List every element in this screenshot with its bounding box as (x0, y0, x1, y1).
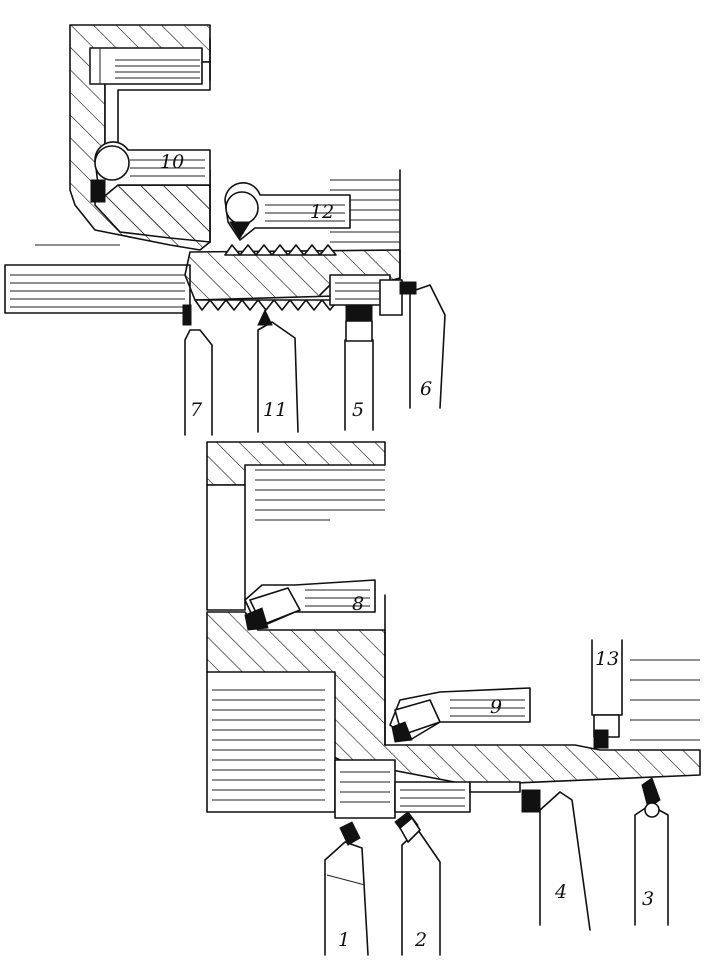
lower-chuck-column (206, 484, 246, 611)
label-10: 10 (160, 151, 184, 173)
upper-collar (379, 279, 403, 316)
tool-5 (344, 304, 374, 431)
tool-11 (257, 308, 299, 433)
label-11: 11 (263, 399, 287, 421)
lower-step-3 (469, 781, 521, 793)
label-9: 9 (490, 696, 502, 718)
lower-setup (206, 441, 701, 956)
thread-teeth-bottom (194, 299, 339, 311)
label-4: 4 (554, 881, 567, 903)
tool-6 (399, 281, 446, 409)
upper-spindle (4, 264, 191, 314)
tool-2 (394, 811, 441, 956)
tool-labels: 10 12 7 11 5 6 8 9 13 1 2 4 3 (160, 151, 654, 951)
lower-step-1 (334, 759, 396, 819)
lower-step-2 (394, 781, 471, 813)
lower-top-lines (255, 469, 385, 521)
tool-1 (324, 821, 369, 956)
label-12: 12 (310, 201, 334, 223)
lower-spindle (206, 671, 336, 813)
tool-8 (244, 579, 376, 631)
label-1: 1 (338, 929, 350, 951)
label-8: 8 (352, 593, 364, 615)
tool-4 (521, 789, 591, 931)
label-7: 7 (190, 399, 203, 421)
tool-9 (389, 687, 531, 743)
label-13: 13 (595, 648, 619, 670)
tool-10 (90, 141, 211, 203)
upper-right-lines (330, 179, 400, 243)
tool-13 (591, 639, 623, 749)
label-6: 6 (420, 378, 432, 400)
label-3: 3 (642, 888, 654, 910)
upper-setup (4, 24, 446, 436)
label-5: 5 (352, 399, 364, 421)
tool-3 (634, 777, 669, 926)
label-2: 2 (414, 929, 427, 951)
lower-chuck-top (206, 441, 386, 486)
tool-12 (224, 182, 351, 241)
tool-7 (182, 304, 213, 436)
thread-teeth-top (224, 244, 337, 256)
lower-right-lines (630, 659, 700, 741)
